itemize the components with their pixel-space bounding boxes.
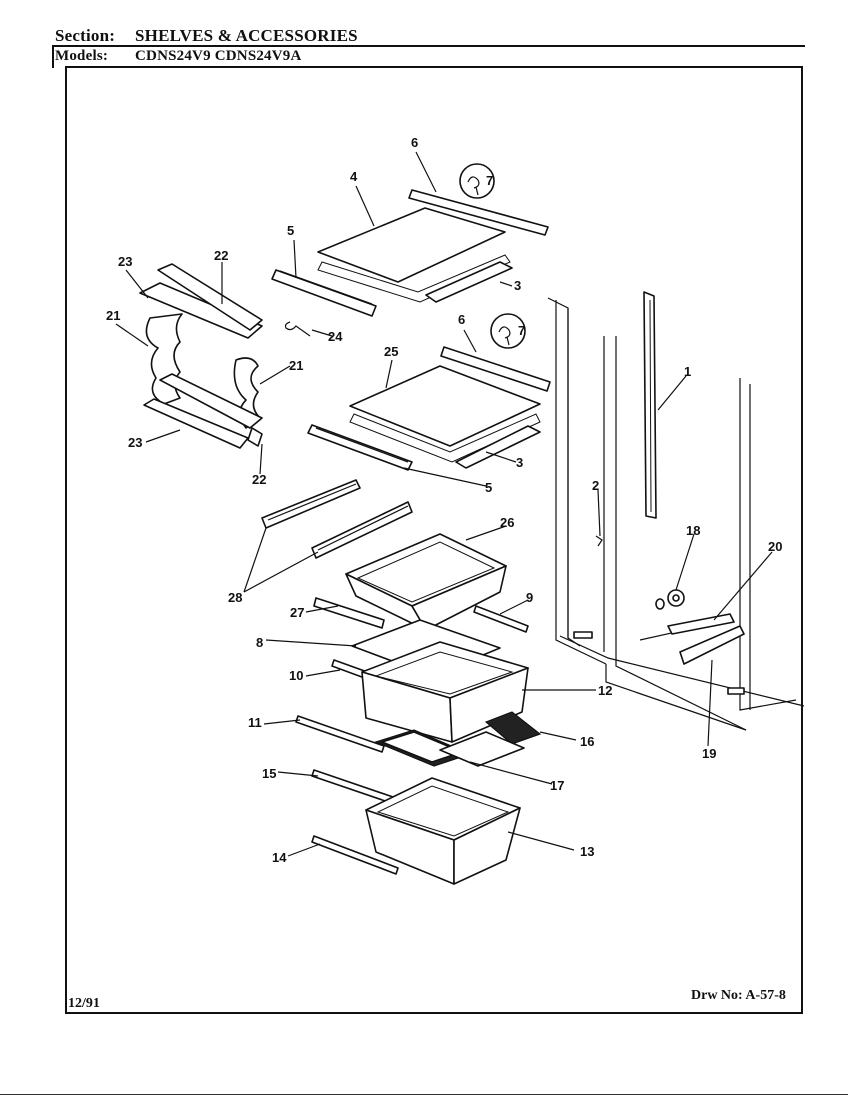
callout-20: 20 — [768, 539, 782, 554]
crisper-cover — [295, 619, 529, 753]
callout-16: 16 — [580, 734, 594, 749]
drawing-frame — [65, 66, 803, 1014]
callout-22a: 22 — [214, 248, 228, 263]
upper-crisper — [313, 533, 529, 633]
part-28-right-slide — [311, 501, 413, 559]
part-2-screw — [595, 535, 603, 547]
part-15-rail — [311, 769, 397, 805]
drawing-number: Drw No: A-57-8 — [691, 988, 786, 1003]
part-7-clip-mid — [490, 313, 526, 349]
part-14-rail — [311, 835, 399, 875]
part-21-left-bracket — [145, 313, 183, 405]
callout-17: 17 — [550, 778, 564, 793]
part-27-rail — [313, 597, 385, 629]
drawer-slides — [261, 479, 413, 559]
section-value: SHELVES & ACCESSORIES — [135, 26, 358, 45]
callout-3a: 3 — [514, 278, 521, 293]
callout-18: 18 — [686, 523, 700, 538]
callout-2: 2 — [592, 478, 599, 493]
callout-28: 28 — [228, 590, 242, 605]
callout-10: 10 — [289, 668, 303, 683]
part-11-rail — [295, 715, 385, 753]
part-19-light-cover — [679, 625, 745, 665]
part-5-top-rear-trim — [271, 269, 377, 317]
callout-11: 11 — [248, 715, 262, 730]
models-heading: Models: CDNS24V9 CDNS24V9A — [55, 48, 302, 65]
part-6-mid-trim — [440, 346, 551, 392]
part-9-rail — [473, 605, 529, 633]
header-rule — [52, 45, 805, 47]
callout-7a: 7 — [486, 173, 493, 188]
middle-shelf-assembly — [307, 313, 551, 471]
callout-22b: 22 — [252, 472, 266, 487]
callout-labels: 6 7 4 5 3 23 22 21 24 6 7 25 21 1 23 3 2… — [106, 135, 782, 865]
part-28-left-slide — [261, 479, 361, 529]
callout-12: 12 — [598, 683, 612, 698]
callout-3b: 3 — [516, 455, 523, 470]
part-25-mid-glass — [349, 365, 541, 447]
part-23-top-bar — [139, 282, 263, 339]
callout-14: 14 — [272, 850, 287, 865]
callout-1: 1 — [684, 364, 691, 379]
part-24-screw — [284, 321, 311, 337]
page-bottom-rule — [0, 1094, 848, 1095]
callout-21b: 21 — [289, 358, 303, 373]
callout-5b: 5 — [485, 480, 492, 495]
part-16-grille — [484, 711, 542, 745]
callout-4: 4 — [350, 169, 358, 184]
part-7-clip-top — [459, 163, 495, 199]
leader-lines — [115, 151, 773, 857]
crisper-grilles — [311, 711, 542, 805]
revision-date: 12/91 — [68, 996, 100, 1011]
callout-15: 15 — [262, 766, 276, 781]
callout-23b: 23 — [128, 435, 142, 450]
bottom-pan — [311, 777, 521, 885]
top-shelf-assembly — [271, 163, 549, 337]
callout-9: 9 — [526, 590, 533, 605]
callout-7b: 7 — [518, 323, 525, 338]
part-22-clip — [247, 427, 263, 447]
cabinet-liner — [547, 291, 805, 731]
models-value: CDNS24V9 CDNS24V9A — [135, 48, 302, 64]
callout-21a: 21 — [106, 308, 120, 323]
models-key: Models: — [55, 48, 109, 64]
part-5-mid-rear-trim — [307, 424, 413, 471]
left-rack-assembly — [139, 263, 263, 449]
header-left-rule — [52, 46, 54, 68]
callout-26: 26 — [500, 515, 514, 530]
callout-23a: 23 — [118, 254, 132, 269]
callout-6b: 6 — [458, 312, 465, 327]
part-4-top-glass — [317, 207, 506, 283]
part-6-top-trim — [408, 189, 549, 236]
callout-25: 25 — [384, 344, 398, 359]
section-key: Section: — [55, 26, 116, 45]
callout-24: 24 — [328, 329, 343, 344]
callout-27: 27 — [290, 605, 304, 620]
callout-13: 13 — [580, 844, 594, 859]
callout-8: 8 — [256, 635, 263, 650]
part-20-shield — [667, 613, 735, 635]
callout-6a: 6 — [411, 135, 418, 150]
callout-5a: 5 — [287, 223, 294, 238]
section-heading: Section: SHELVES & ACCESSORIES — [55, 26, 358, 46]
callout-19: 19 — [702, 746, 716, 761]
